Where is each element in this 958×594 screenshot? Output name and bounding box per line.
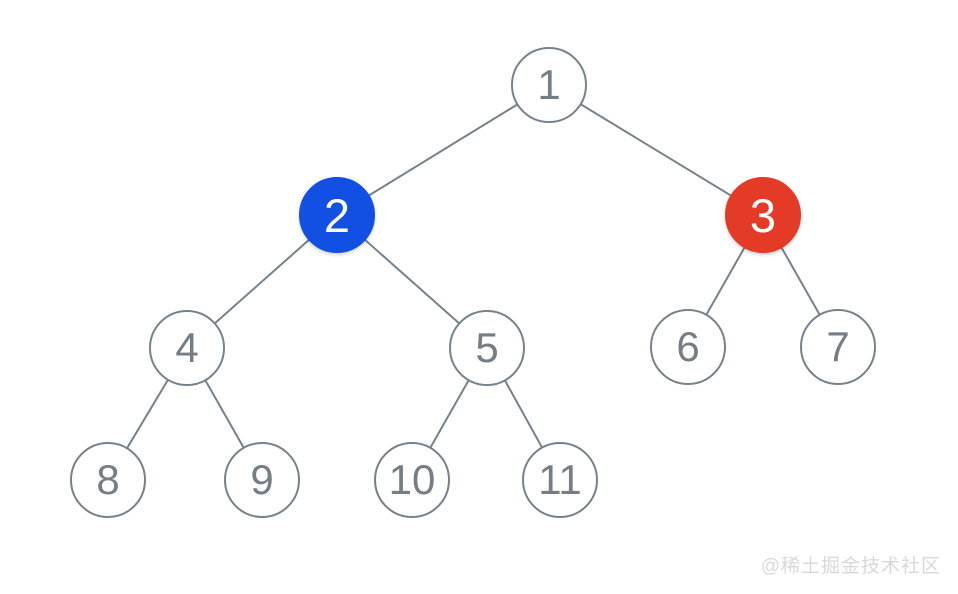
tree-node-11: 11 — [522, 442, 598, 518]
tree-edge-1-2 — [336, 84, 550, 216]
tree-node-8: 8 — [70, 442, 146, 518]
tree-node-1: 1 — [511, 47, 587, 123]
tree-node-label: 2 — [323, 188, 351, 242]
tree-node-10: 10 — [374, 442, 450, 518]
tree-node-2: 2 — [299, 177, 375, 253]
tree-node-label: 8 — [96, 456, 120, 503]
tree-node-4: 4 — [149, 310, 225, 386]
tree-node-6: 6 — [650, 309, 726, 385]
tree-node-7: 7 — [800, 309, 876, 385]
tree-node-label: 7 — [826, 323, 850, 370]
tree-node-label: 5 — [475, 324, 499, 371]
watermark: @稀土掘金技术社区 — [760, 556, 941, 577]
tree-node-label: 6 — [676, 323, 700, 370]
tree-node-label: 11 — [538, 456, 582, 503]
tree-node-5: 5 — [449, 310, 525, 386]
tree-node-3: 3 — [725, 177, 801, 253]
tree-node-9: 9 — [224, 442, 300, 518]
tree-node-label: 4 — [175, 324, 199, 371]
tree-node-label: 1 — [537, 61, 561, 108]
tree-node-label: 3 — [749, 188, 777, 242]
tree-node-label: 9 — [250, 456, 274, 503]
tree-edge-1-3 — [548, 84, 764, 216]
tree-node-label: 10 — [388, 456, 436, 503]
